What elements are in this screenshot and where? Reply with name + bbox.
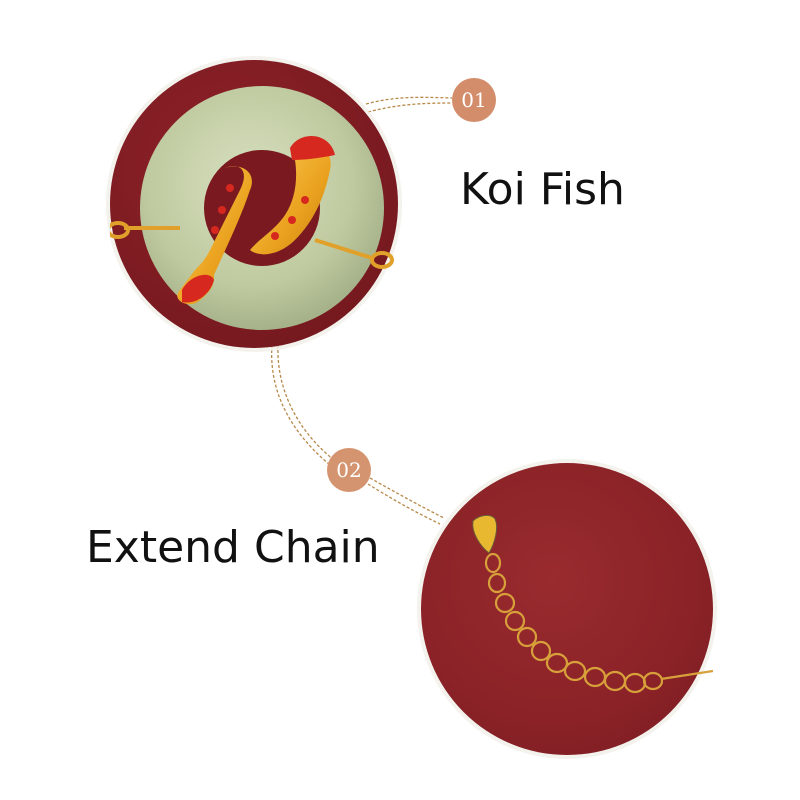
connector-02-line-c bbox=[367, 483, 441, 525]
connector-01-line-a bbox=[365, 96, 453, 105]
extend-chain-image bbox=[421, 463, 714, 755]
teardrop-charm bbox=[472, 514, 498, 554]
right-koi bbox=[250, 135, 335, 255]
connector-02-line-a bbox=[271, 344, 331, 466]
koi-fish-illustration bbox=[106, 86, 394, 330]
right-chain bbox=[314, 238, 394, 269]
extension-chain-illustration bbox=[472, 514, 714, 694]
feature-label-koi-fish: Koi Fish bbox=[460, 164, 625, 215]
feature-label-extend-chain: Extend Chain bbox=[86, 522, 380, 573]
step-badge-01: 01 bbox=[452, 78, 496, 122]
connector-02-line-d bbox=[369, 477, 445, 519]
jade-donut bbox=[140, 86, 384, 330]
connector-01-line-b bbox=[367, 102, 453, 113]
step-badge-02: 02 bbox=[327, 448, 371, 492]
left-koi bbox=[177, 166, 252, 305]
koi-fish-image bbox=[106, 60, 398, 348]
connector-02-line-b bbox=[277, 344, 335, 461]
chain-links bbox=[484, 552, 714, 694]
